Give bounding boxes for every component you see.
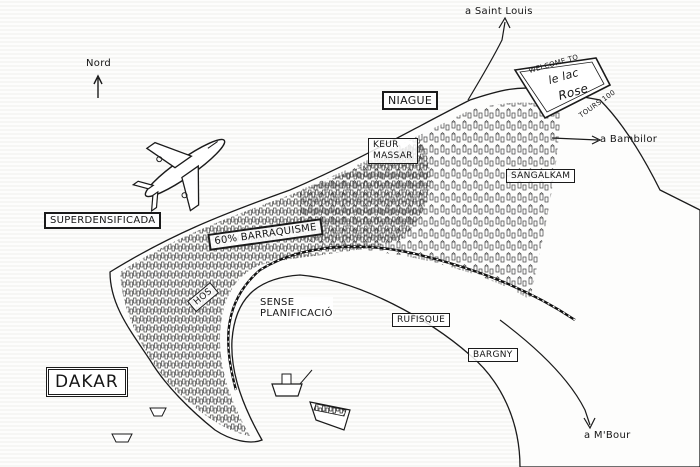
- railway-icon: [227, 245, 576, 391]
- label-rufisque: RUFISQUE: [392, 313, 451, 327]
- label-nord: Nord: [86, 58, 112, 69]
- road-mbour: [499, 319, 591, 426]
- ship-icon: [309, 401, 351, 431]
- label-mbour: a M'Bour: [584, 430, 631, 441]
- airplane-icon: [131, 138, 226, 213]
- road-bambilor: [551, 137, 599, 141]
- north-arrow-icon: [93, 74, 103, 98]
- label-superdensificada: SUPERDENSIFICADA: [44, 212, 162, 229]
- label-massar: MASSAR: [373, 151, 413, 161]
- label-niague: NIAGUE: [382, 91, 439, 110]
- label-dakar: DAKAR: [46, 367, 128, 397]
- road-saint-louis: [467, 21, 506, 101]
- label-bargny: BARGNY: [468, 348, 518, 362]
- label-sangalkam: SANGALKAM: [506, 169, 576, 183]
- lac-rose-sign: [513, 57, 612, 120]
- label-bambilor: a Bambilor: [600, 134, 658, 145]
- label-keur-massar: KEUR MASSAR: [368, 138, 418, 164]
- label-saint-louis: a Saint Louis: [465, 6, 533, 17]
- label-sense-planificacio: SENSE PLANIFICACIÓ: [260, 297, 333, 319]
- label-planificacio: PLANIFICACIÓ: [260, 308, 333, 319]
- label-sense: SENSE: [260, 297, 295, 308]
- label-keur: KEUR: [373, 140, 399, 150]
- ship-icon: [111, 407, 167, 443]
- ship-icon: [271, 369, 313, 397]
